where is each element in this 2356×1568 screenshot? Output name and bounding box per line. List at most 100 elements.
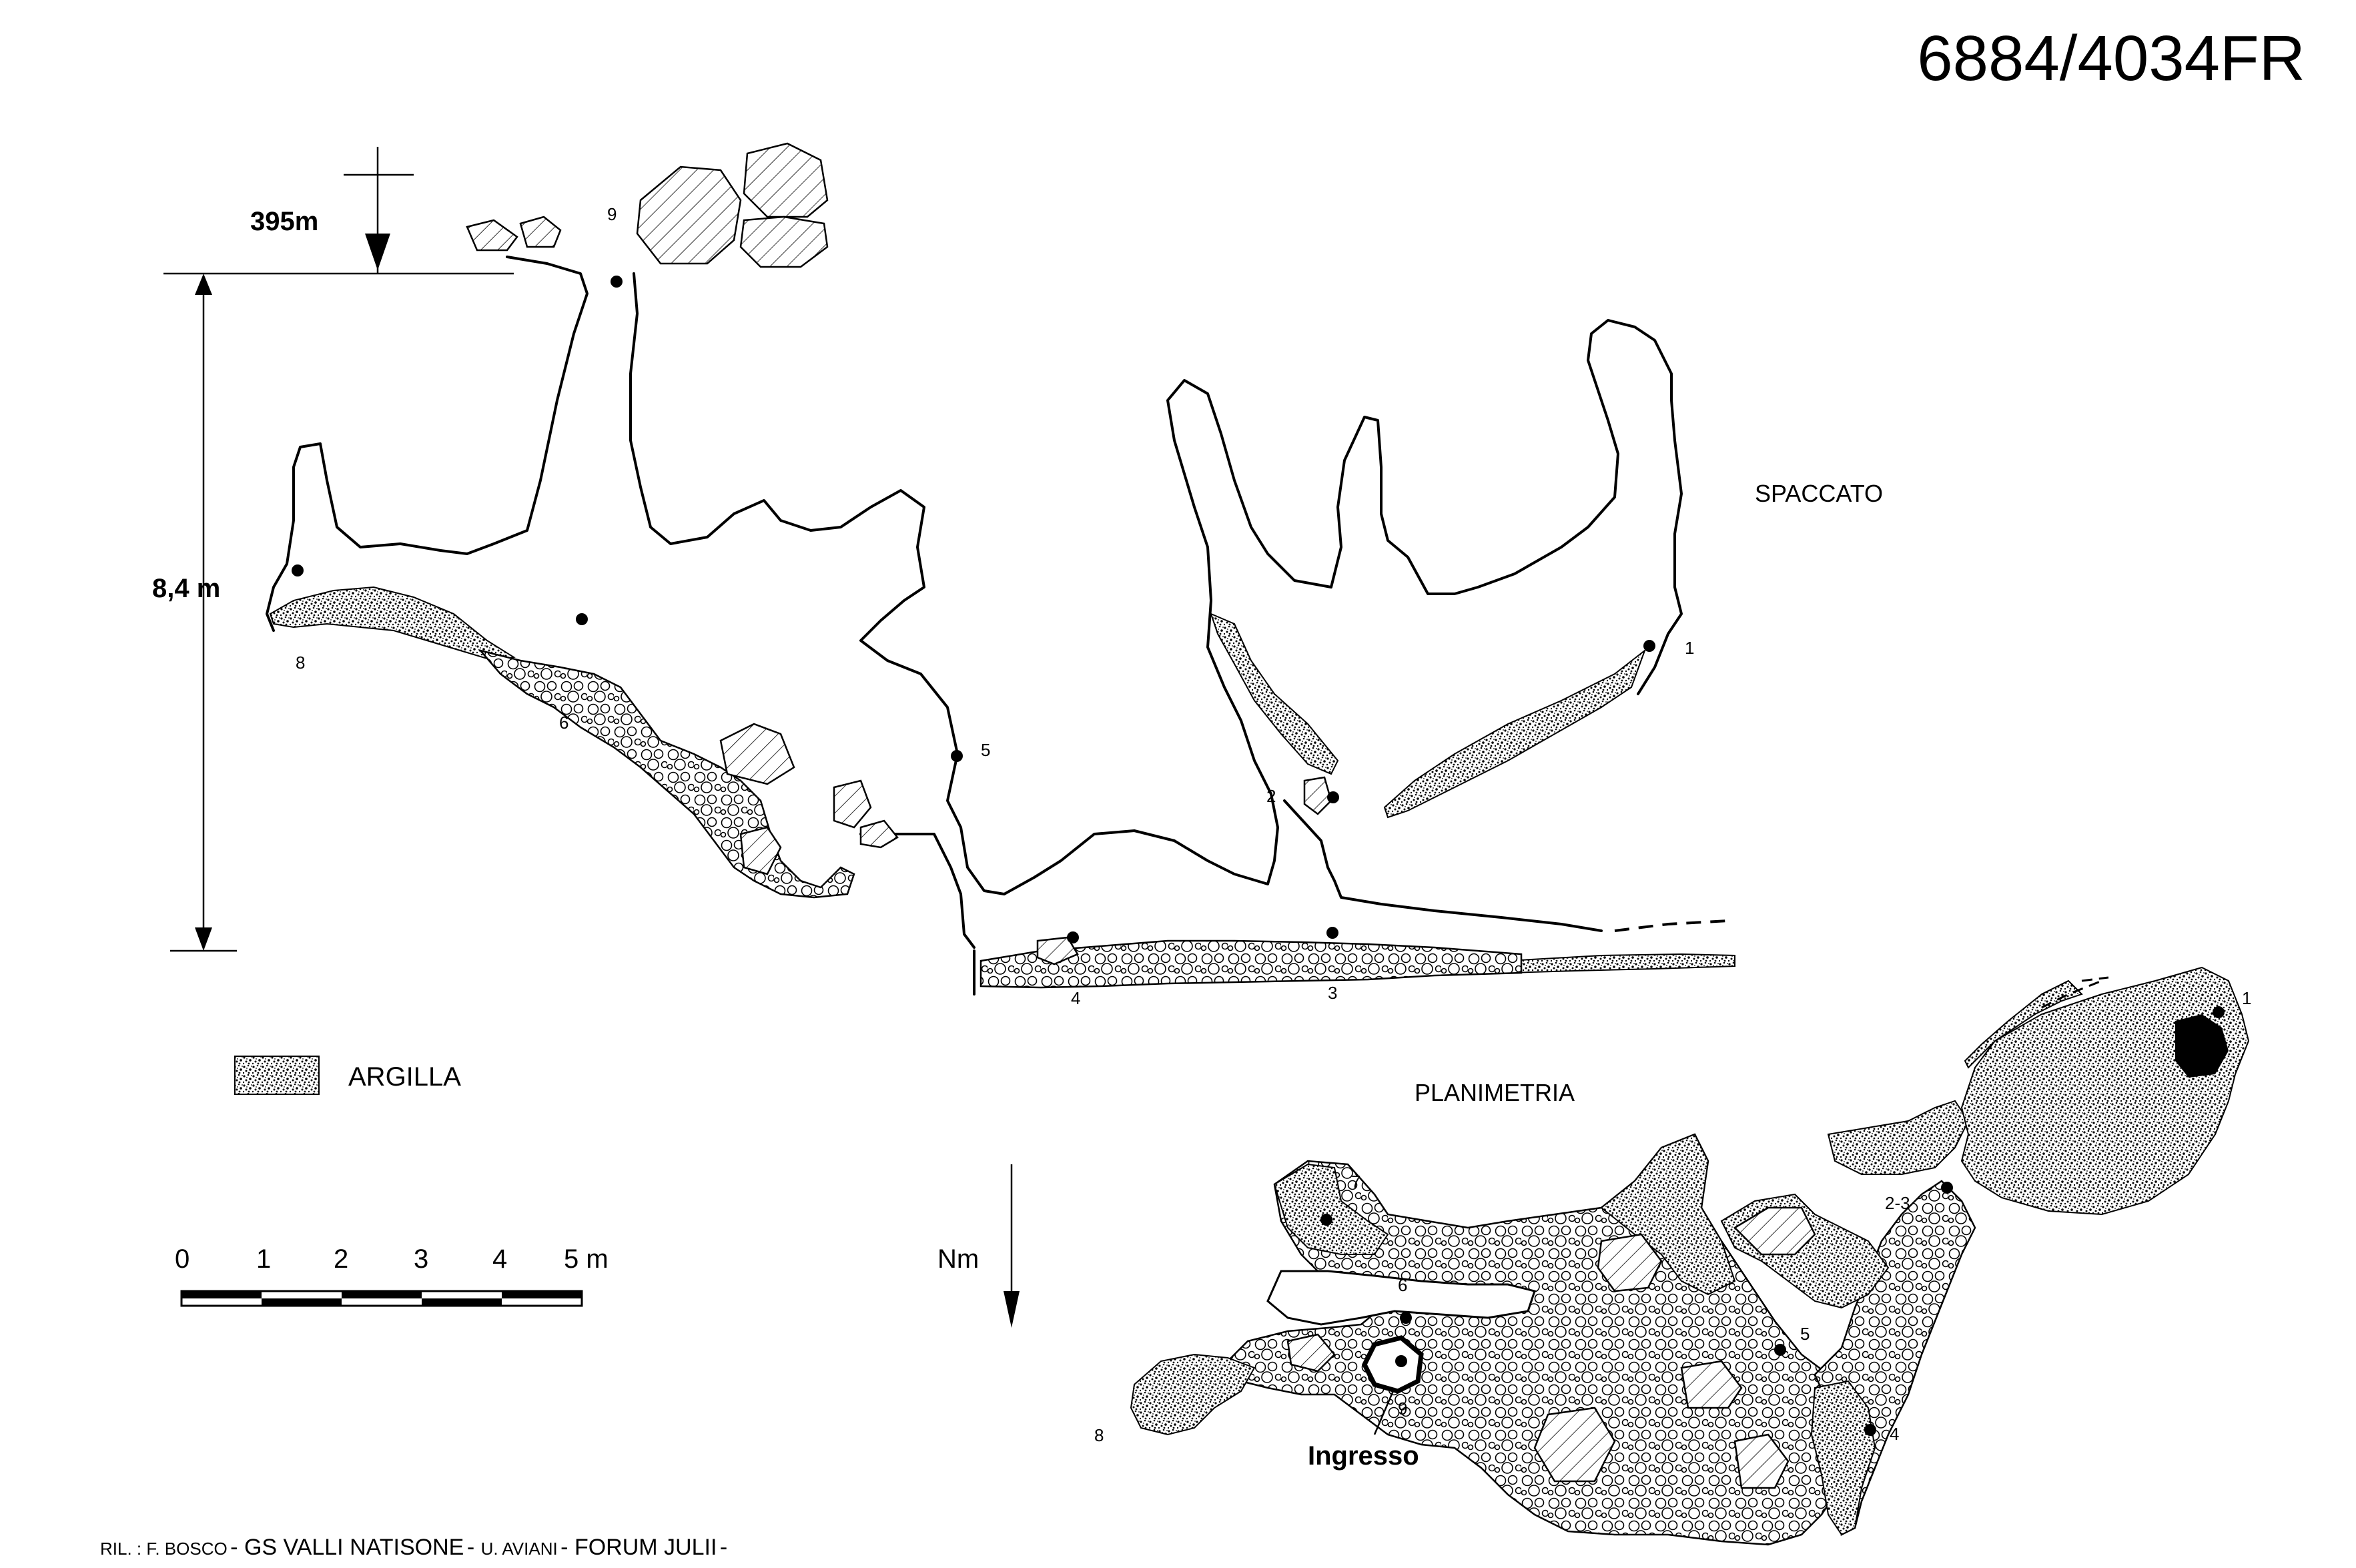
section-clay-floor: [1507, 953, 1735, 974]
section-clay-center: [1210, 613, 1339, 775]
section-station-1: [1643, 640, 1655, 652]
section-station-4-label: 4: [1071, 988, 1080, 1008]
plan-dashed-continuation: [2041, 976, 2109, 1009]
plan-inner-void: [1266, 1270, 1536, 1326]
section-outline-upper: [629, 272, 1683, 895]
depth-label: 8,4 m: [152, 574, 220, 603]
plan-station-5: [1774, 1344, 1786, 1356]
plan-station-7-label: 7: [1351, 1172, 1360, 1192]
scale-tick-4: 4: [492, 1244, 507, 1274]
section-station-9: [611, 276, 623, 288]
section-station-4: [1067, 931, 1079, 943]
cave-id: 6884/4034FR: [1917, 23, 2305, 94]
section-block-slope-3: [833, 779, 872, 829]
section-clay-left: [269, 586, 516, 662]
section-block-entrance-5: [519, 216, 562, 248]
plan-station-2-3-label: 2-3: [1885, 1193, 1910, 1213]
plan-clay-neck: [1964, 979, 2083, 1069]
north-arrow: [1004, 1164, 1020, 1328]
plan-station-6: [1400, 1312, 1412, 1324]
credits-sep-1: -: [230, 1535, 244, 1560]
section-block-slope-4: [859, 819, 899, 849]
section-station-2: [1327, 791, 1339, 803]
section-gravel-floor: [979, 939, 1523, 989]
plan-station-9: [1395, 1355, 1407, 1367]
section-station-3: [1326, 927, 1338, 939]
plan-clay-top-left: [1273, 1163, 1389, 1255]
section-station-1-label: 1: [1685, 638, 1694, 658]
legend-clay-swatch: [234, 1056, 320, 1095]
plan-station-9-label: 9: [1398, 1399, 1407, 1419]
credits-surveyor: F. BOSCO: [146, 1539, 227, 1559]
plan-station-7: [1320, 1214, 1332, 1226]
section-outline-floor-right: [1283, 799, 1603, 932]
section-block-entrance-4: [466, 219, 518, 252]
plan-clay-top-right: [1600, 1133, 1736, 1296]
section-station-9-label: 9: [607, 204, 617, 224]
section-block-entrance-2: [743, 142, 829, 218]
plan-block-bottom-right: [1733, 1433, 1790, 1489]
entrance-datum-marker: [163, 147, 514, 275]
section-title: SPACCATO: [1755, 480, 1883, 507]
depth-dimension: [170, 274, 237, 952]
plan-station-6-label: 6: [1398, 1275, 1407, 1295]
plan-side-lobe-block: [1733, 1206, 1816, 1256]
plan-entrance-shaft: [1362, 1335, 1424, 1394]
section-station-5: [951, 750, 963, 762]
section-block-slope-1: [719, 723, 795, 785]
section-station-6-label: 6: [559, 713, 568, 733]
scale-tick-3: 3: [414, 1244, 428, 1274]
scale-tick-0: 0: [175, 1244, 189, 1274]
section-block-4: [1036, 936, 1079, 965]
plan-block-center-3: [1680, 1360, 1743, 1409]
plan-clay-upper-arm: [1827, 1100, 1970, 1175]
plan-clay-big-chamber: [1960, 966, 2250, 1216]
credits-sep-3: -: [560, 1535, 574, 1560]
north-label: Nm: [937, 1244, 979, 1274]
scale-tick-2: 2: [334, 1244, 348, 1274]
plan-dark-pit: [2175, 1014, 2229, 1078]
plan-block-left: [1286, 1333, 1336, 1373]
section-profile: 395m 8,4 m: [152, 142, 1883, 1008]
credits-sep-4: -: [720, 1535, 727, 1560]
plan-station-4: [1864, 1424, 1876, 1436]
plan-block-center-1: [1597, 1233, 1663, 1292]
plan-clay-right-lower: [1810, 1380, 1876, 1536]
plan-clay-lobe-8: [1130, 1353, 1256, 1436]
legend-clay-label: ARGILLA: [348, 1062, 461, 1092]
section-outline-dashed-continuation: [1614, 919, 1729, 932]
section-station-3-label: 3: [1328, 983, 1337, 1003]
section-station-5-label: 5: [981, 740, 990, 760]
section-station-2-label: 2: [1266, 786, 1276, 806]
section-clay-right: [1383, 649, 1647, 819]
section-block-entrance-1: [636, 165, 742, 265]
section-outline-left: [266, 256, 588, 632]
plan-station-4-label: 4: [1890, 1424, 1899, 1444]
scale-tick-5: 5 m: [564, 1244, 609, 1274]
plan-station-2-3: [1941, 1182, 1953, 1194]
section-block-slope-2: [739, 826, 782, 875]
plan-station-5-label: 5: [1800, 1324, 1810, 1344]
plan-block-center-2: [1533, 1407, 1616, 1483]
legend: ARGILLA: [234, 1056, 461, 1095]
section-outline-lower-left: [859, 833, 975, 949]
section-block-2: [1303, 776, 1332, 815]
credits-person-2: U. AVIANI: [481, 1539, 558, 1559]
section-station-8: [292, 564, 304, 576]
credits-sep-2: -: [467, 1535, 481, 1560]
entrance-elevation: 395m: [250, 207, 318, 236]
plan-station-1: [2213, 1006, 2225, 1018]
section-station-6: [576, 613, 588, 625]
section-block-entrance-3: [739, 216, 829, 268]
credits-ril: RIL. :: [100, 1539, 146, 1559]
plan-entrance-label: Ingresso: [1308, 1441, 1419, 1471]
credits-line: RIL. : F. BOSCO - GS VALLI NATISONE - U.…: [100, 1535, 727, 1560]
section-gravel-slope: [478, 649, 855, 899]
credits-group-1: GS VALLI NATISONE: [244, 1535, 464, 1560]
plan-station-8-label: 8: [1094, 1425, 1104, 1445]
plan-view: PLANIMETRIA 7 6 9 8: [1094, 966, 2251, 1546]
plan-station-1-label: 1: [2242, 988, 2251, 1008]
credits-group-2: FORUM JULII: [574, 1535, 717, 1560]
plan-title: PLANIMETRIA: [1415, 1079, 1575, 1106]
